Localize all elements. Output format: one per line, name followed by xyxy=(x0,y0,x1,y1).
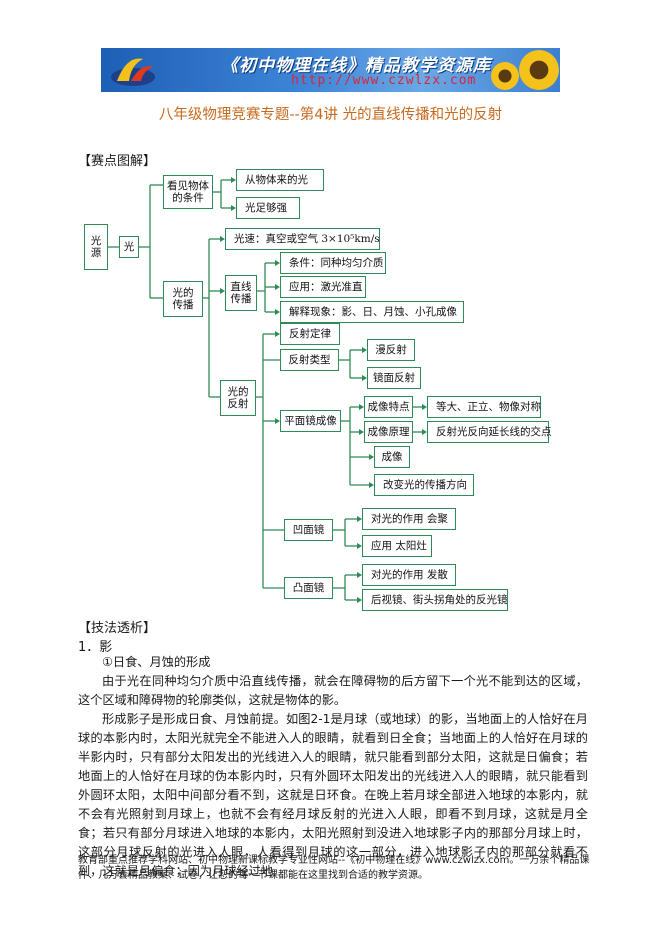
node-straight-line: 直线传播 xyxy=(225,275,257,311)
node-imaging: 成像 xyxy=(374,446,410,468)
node-plane-mirror: 平面镜成像 xyxy=(280,410,341,432)
node-light-source: 光源 xyxy=(84,224,108,270)
node-reflection-law: 反射定律 xyxy=(280,323,340,345)
node-change-direction: 改变光的传播方向 xyxy=(374,474,474,496)
node-explain-phenomena: 解释现象：影、日、月蚀、小孔成像 xyxy=(280,301,464,323)
node-image-feature-detail: 等大、正立、物像对称 xyxy=(427,396,541,418)
node-specular-reflection: 镜面反射 xyxy=(367,367,421,389)
node-concave-application: 应用 太阳灶 xyxy=(362,535,432,557)
node-image-feature: 成像特点 xyxy=(364,396,413,418)
subheading-eclipse: ①日食、月蚀的形成 xyxy=(78,653,588,672)
node-light-strong-enough: 光足够强 xyxy=(236,197,300,219)
node-reflection-types: 反射类型 xyxy=(280,349,339,371)
node-convex-application: 后视镜、街头拐角处的反光镜 xyxy=(362,589,508,611)
paragraph-shadow-definition: 由于光在同种均匀介质中沿直线传播，就会在障碍物的后方留下一个光不能到达的区域，这… xyxy=(78,672,588,710)
page-footer: 教育部重点推荐学科网站、初中物理新课标教学专业性网站--《初中物理在线》www.… xyxy=(78,853,598,883)
node-light-from-object: 从物体来的光 xyxy=(236,169,324,191)
node-condition: 条件：同种均匀介质 xyxy=(280,252,386,274)
section-heading-techniques: 【技法透析】 xyxy=(78,617,156,636)
node-light-speed: 光速：真空或空气 3×10⁵km/s xyxy=(225,228,380,250)
node-image-principle: 成像原理 xyxy=(364,421,413,443)
node-convex-effect: 对光的作用 发散 xyxy=(362,564,456,586)
body-text: ①日食、月蚀的形成 由于光在同种均匀介质中沿直线传播，就会在障碍物的后方留下一个… xyxy=(78,653,588,881)
node-see-object-condition: 看见物体的条件 xyxy=(163,175,213,209)
node-application: 应用：激光准直 xyxy=(280,276,366,298)
node-concave-mirror: 凹面镜 xyxy=(284,519,333,541)
node-concave-effect: 对光的作用 会聚 xyxy=(362,508,456,530)
node-convex-mirror: 凸面镜 xyxy=(284,577,333,599)
node-light-propagation: 光的传播 xyxy=(163,281,203,317)
node-reflection: 光的反射 xyxy=(220,380,256,416)
node-light: 光 xyxy=(119,236,139,258)
node-diffuse-reflection: 漫反射 xyxy=(367,339,415,361)
node-image-principle-detail: 反射光反向延长线的交点 xyxy=(427,421,549,443)
